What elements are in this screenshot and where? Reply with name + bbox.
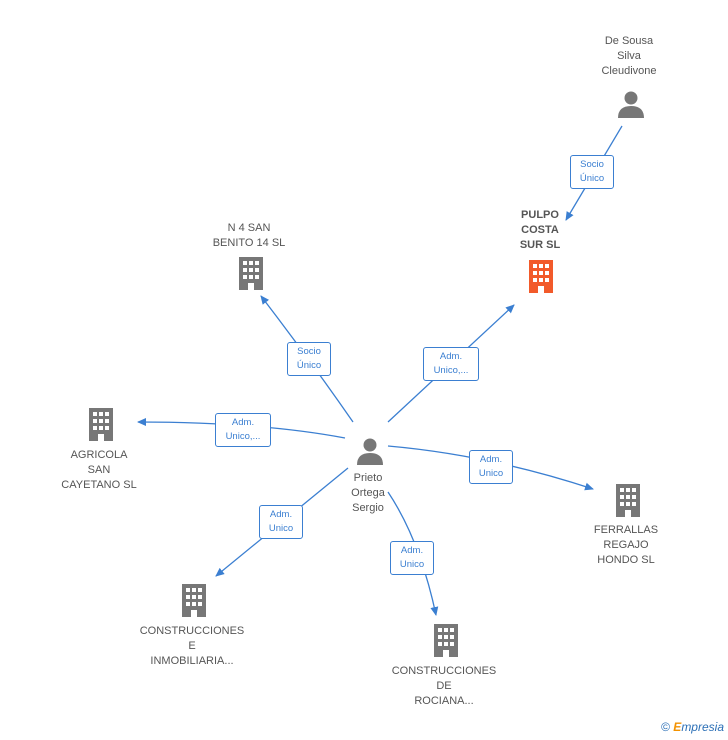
edge-label-center-pulpo[interactable]: Adm. Unico,... [423, 347, 479, 381]
brand-logo-initial: E [673, 720, 682, 734]
node-label-center[interactable]: Prieto Ortega Sergio [351, 472, 385, 514]
node-label-ferrallas[interactable]: FERRALLAS REGAJO HONDO SL [593, 524, 659, 566]
node-label-n4[interactable]: N 4 SAN BENITO 14 SL [212, 222, 286, 249]
edge-label-center-construcciones-r[interactable]: Adm. Unico [390, 541, 434, 575]
edge-label-center-n4[interactable]: Socio Único [287, 342, 331, 376]
edge-label-center-ferrallas[interactable]: Adm. Unico [469, 450, 513, 484]
brand-footer: © Empresia [661, 720, 724, 734]
node-label-agricola[interactable]: AGRICOLA SAN CAYETANO SL [61, 449, 137, 491]
person-icon[interactable] [616, 89, 646, 119]
node-label-construcciones-e[interactable]: CONSTRUCCIONES E INMOBILIARIA... [139, 625, 245, 667]
building-icon[interactable] [179, 583, 209, 619]
person-icon[interactable] [355, 436, 385, 466]
building-icon[interactable] [86, 407, 116, 443]
brand-name: mpresia [681, 720, 724, 734]
node-label-desousa[interactable]: De Sousa Silva Cleudivone [601, 35, 657, 77]
building-icon[interactable] [613, 483, 643, 519]
building-icon[interactable] [431, 623, 461, 659]
edge-label-desousa-pulpo[interactable]: Socio Único [570, 155, 614, 189]
building-icon[interactable] [526, 259, 556, 295]
node-label-pulpo[interactable]: PULPO COSTA SUR SL [519, 209, 561, 251]
copyright-icon: © [661, 720, 670, 734]
edge-label-center-agricola[interactable]: Adm. Unico,... [215, 413, 271, 447]
building-icon[interactable] [236, 256, 266, 292]
edge-label-center-construcciones-e[interactable]: Adm. Unico [259, 505, 303, 539]
node-label-construcciones-r[interactable]: CONSTRUCCIONES DE ROCIANA... [391, 665, 497, 707]
